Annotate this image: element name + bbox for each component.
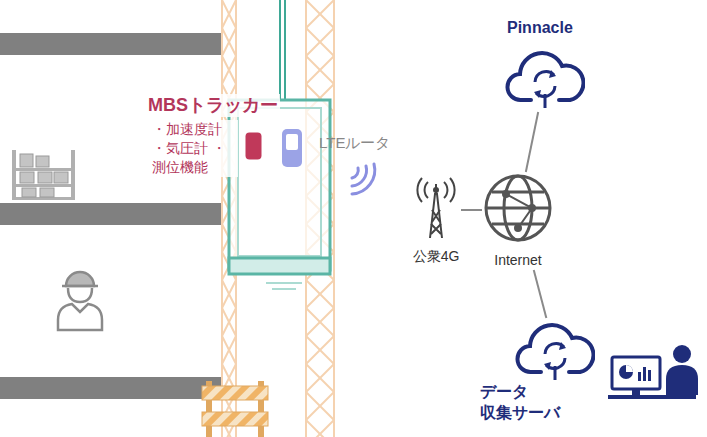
elevator-floor xyxy=(229,258,330,274)
lattice-brace xyxy=(306,420,334,437)
mast-lattice xyxy=(222,0,334,437)
connector-line xyxy=(461,210,482,211)
lattice-brace xyxy=(306,28,334,56)
cloud-icon xyxy=(505,46,585,112)
blue-icon xyxy=(281,128,303,172)
diagram-node: Pinnacle xyxy=(495,18,585,112)
device-name: MBSトラッカー xyxy=(146,94,280,117)
lattice-brace xyxy=(222,336,236,364)
lattice-brace xyxy=(222,336,236,364)
connector-stroke xyxy=(461,209,482,211)
connector-line xyxy=(526,112,538,172)
connector-stroke xyxy=(526,112,538,172)
lattice-brace xyxy=(222,0,236,28)
hoist-cable xyxy=(279,0,281,100)
hoist-cable xyxy=(284,0,286,100)
diagram-node: データ 収集サーバ xyxy=(480,318,595,424)
globe-icon xyxy=(482,172,554,248)
floor-slab xyxy=(0,203,222,225)
lattice-brace xyxy=(306,0,334,28)
red-icon xyxy=(245,132,262,164)
lattice-brace xyxy=(306,0,334,28)
network-label: Internet xyxy=(494,252,541,270)
red-symbol xyxy=(245,132,262,160)
lattice-brace xyxy=(222,308,236,336)
tower-icon xyxy=(411,176,461,244)
lattice-brace xyxy=(306,308,334,336)
lattice-brace xyxy=(222,56,236,84)
lattice-brace xyxy=(306,364,334,392)
lattice-brace xyxy=(306,420,334,437)
lattice-brace xyxy=(306,280,334,308)
network-label: 公衆4G xyxy=(413,248,460,266)
car-shadow xyxy=(266,282,302,284)
elevator-car-inner xyxy=(238,108,321,256)
cloud-symbol xyxy=(505,46,585,108)
lattice-brace xyxy=(222,28,236,56)
device-name: LTEルータ xyxy=(319,134,390,153)
lattice-brace xyxy=(222,28,236,56)
lattice-brace xyxy=(306,308,334,336)
car-shadow xyxy=(272,288,296,290)
floor-slab xyxy=(0,33,222,55)
lattice-brace xyxy=(306,392,334,420)
connector-line xyxy=(534,270,547,318)
cloud-icon xyxy=(515,318,595,384)
elevator-car xyxy=(229,100,330,270)
worker-icon xyxy=(58,272,102,330)
lattice-brace xyxy=(222,56,236,84)
blue-symbol xyxy=(281,128,303,168)
diagram-node: Internet xyxy=(482,172,554,270)
wireless-waves xyxy=(352,164,375,194)
lattice-brace xyxy=(306,280,334,308)
lattice-brace xyxy=(306,56,334,84)
lattice-brace xyxy=(306,336,334,364)
lattice-brace xyxy=(306,336,334,364)
lattice-brace xyxy=(222,0,236,28)
lattice-brace xyxy=(306,392,334,420)
floor-slab xyxy=(0,377,222,399)
cloud-symbol xyxy=(515,318,595,380)
lattice-brace xyxy=(306,28,334,56)
lattice-brace xyxy=(306,56,334,84)
shelf-icon xyxy=(12,150,75,200)
lattice-brace xyxy=(222,280,236,308)
lattice-brace xyxy=(222,280,236,308)
service-name: Pinnacle xyxy=(507,18,573,38)
diagram-node: 公衆4G xyxy=(405,176,461,266)
connector-stroke xyxy=(534,270,547,318)
barricade xyxy=(202,381,268,437)
lattice-brace xyxy=(306,364,334,392)
lattice-brace xyxy=(222,308,236,336)
tower-symbol xyxy=(411,176,461,240)
operator-icon xyxy=(608,345,698,399)
diagram-node: LTEルータ xyxy=(281,128,391,172)
server-name: データ 収集サーバ xyxy=(480,382,572,424)
feature-list: ・加速度計 ・気圧計 ・測位機能 xyxy=(150,120,238,177)
diagram-node: MBSトラッカー・加速度計 ・気圧計 ・測位機能 xyxy=(146,94,280,177)
globe-symbol xyxy=(482,172,554,244)
